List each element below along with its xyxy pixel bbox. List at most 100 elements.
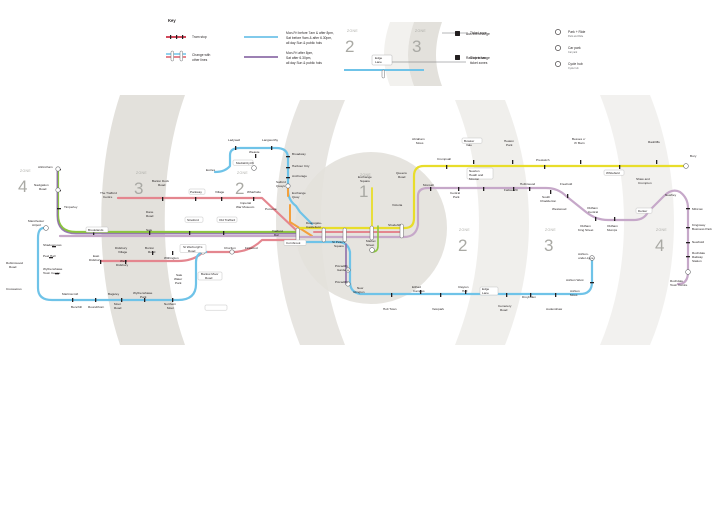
svg-text:Trafford: Trafford — [272, 229, 283, 233]
svg-text:Pomona: Pomona — [265, 207, 277, 211]
svg-text:East: East — [93, 254, 99, 258]
svg-text:Quay: Quay — [292, 195, 300, 199]
key-label-blue-2: Sat before 9am & after 6.30pm, — [286, 36, 332, 40]
svg-text:Crompton: Crompton — [638, 181, 652, 185]
key-title: Key — [168, 18, 176, 23]
key-label-change-2: other lines — [192, 58, 208, 62]
svg-text:Park: Park — [506, 143, 513, 147]
key-item-tram-stop: Tram stop — [166, 35, 207, 39]
svg-text:Deansgate-: Deansgate- — [306, 221, 322, 225]
svg-text:Crumpsall: Crumpsall — [437, 157, 451, 161]
svg-text:Heaton: Heaton — [504, 139, 514, 143]
key-label-blue-1: Mon-Fri before 7am & after 8pm, — [286, 31, 334, 35]
svg-text:1: 1 — [359, 182, 368, 201]
svg-text:Street: Street — [366, 243, 374, 247]
svg-text:Kingsway: Kingsway — [692, 223, 706, 227]
key-label-stop-two-zones-1: Stop in two — [470, 56, 486, 60]
svg-text:MediaCityUK: MediaCityUK — [236, 161, 255, 165]
svg-text:Brooklands: Brooklands — [88, 228, 104, 232]
key-item-bus-interchange: Bus interchange — [455, 31, 490, 36]
key-label-blue-3: all day Sun & public hols — [286, 41, 322, 45]
svg-text:Didsbury: Didsbury — [116, 263, 129, 267]
svg-text:Cornbrook: Cornbrook — [286, 241, 301, 245]
svg-text:Robinswood: Robinswood — [6, 261, 23, 265]
key-label-ticket-zone: Ticket zone — [470, 31, 487, 35]
svg-text:Lane: Lane — [482, 291, 489, 295]
key-label-park-and-ride: Park + Ride — [568, 30, 585, 34]
svg-text:Piccadilly: Piccadilly — [335, 280, 348, 284]
key-sub-cycle-hub: Cycle hub — [568, 67, 579, 70]
svg-text:Victoria: Victoria — [392, 203, 403, 207]
svg-text:Clayton: Clayton — [458, 285, 469, 289]
svg-text:Road: Road — [398, 175, 406, 179]
svg-text:South: South — [542, 195, 550, 199]
svg-text:Town Centre: Town Centre — [43, 271, 61, 275]
svg-text:Benchill: Benchill — [71, 305, 82, 309]
key-svg: Key Tram stop Change with other lines Mo… — [166, 18, 585, 86]
svg-text:Queens: Queens — [396, 171, 407, 175]
svg-text:Road: Road — [146, 214, 154, 218]
svg-text:Exchange: Exchange — [292, 191, 306, 195]
svg-text:Edge: Edge — [482, 287, 490, 291]
key-zone-number-right: 3 — [412, 37, 421, 56]
svg-text:Vale: Vale — [466, 143, 472, 147]
key-item-change-other-lines: Change with other lines — [166, 50, 210, 62]
svg-text:Hall: Hall — [462, 289, 468, 293]
svg-text:Martinscroft: Martinscroft — [62, 292, 78, 296]
svg-text:ZONE: ZONE — [360, 173, 371, 177]
svg-text:Moor: Moor — [167, 306, 174, 310]
svg-text:Bury: Bury — [690, 154, 697, 158]
svg-text:Old Trafford: Old Trafford — [219, 218, 236, 222]
svg-text:Stretford: Stretford — [187, 218, 199, 222]
svg-text:Central: Central — [588, 210, 598, 214]
svg-text:Station: Station — [692, 259, 702, 263]
svg-text:Gardens: Gardens — [337, 268, 349, 272]
svg-text:Rochdale: Rochdale — [670, 279, 683, 283]
svg-text:Oldham: Oldham — [580, 224, 591, 228]
svg-text:Town Centre: Town Centre — [670, 283, 688, 287]
svg-text:Central: Central — [450, 191, 460, 195]
svg-text:Oldham: Oldham — [607, 224, 618, 228]
svg-text:4: 4 — [655, 236, 664, 255]
svg-text:under-Lyne: under-Lyne — [578, 256, 594, 260]
key-zone-label-right: ZONE — [415, 29, 426, 33]
svg-text:Ashton-: Ashton- — [578, 252, 589, 256]
svg-text:Firswood: Firswood — [245, 246, 258, 250]
svg-text:Failsworth: Failsworth — [504, 188, 518, 192]
key-label-bus-interchange: Bus interchange — [466, 32, 490, 36]
svg-text:King Street: King Street — [578, 228, 593, 232]
svg-text:Castlefield: Castlefield — [306, 225, 321, 229]
svg-text:Roundthorn: Roundthorn — [88, 305, 104, 309]
key-label-cycle-hub: Cycle hub — [568, 62, 583, 66]
svg-text:Business Park: Business Park — [692, 227, 712, 231]
svg-text:ZONE: ZONE — [545, 228, 556, 232]
svg-text:Road: Road — [114, 306, 122, 310]
key-item-park-and-ride: Park + Ride Park and Ride — [555, 29, 585, 38]
key-label-rail-interchange: Rail interchange — [466, 56, 490, 60]
key-label-change-1: Change with — [192, 53, 210, 57]
svg-text:Salford: Salford — [276, 180, 286, 184]
svg-text:Shaw and: Shaw and — [636, 177, 650, 181]
key-label-tram-stop: Tram stop — [192, 35, 207, 39]
svg-text:Timperley: Timperley — [64, 205, 78, 209]
svg-text:Moss: Moss — [416, 141, 424, 145]
key-label-car-park: Car park — [568, 46, 581, 50]
svg-text:Moor: Moor — [114, 302, 121, 306]
svg-text:Newton: Newton — [469, 169, 480, 173]
key-item-rail-interchange: Rail interchange — [455, 55, 490, 60]
svg-text:Freehold: Freehold — [560, 182, 572, 186]
key-label-purple-3: all day Sun & public hols — [286, 61, 322, 65]
key-label-stop-two-zones-2: ticket zones — [470, 61, 488, 65]
svg-text:Crossacres: Crossacres — [6, 287, 22, 291]
svg-text:Whitefield: Whitefield — [606, 171, 620, 175]
interchange-markers — [43, 163, 691, 287]
svg-text:Village: Village — [118, 250, 128, 254]
svg-text:Langworthy: Langworthy — [262, 138, 278, 142]
key-zone-number-left: 2 — [345, 37, 354, 56]
svg-text:Airport: Airport — [32, 223, 41, 227]
svg-text:ZONE: ZONE — [136, 171, 147, 175]
key-item-peak-purple: Mon-Fri after 8pm, Sat after 6.30pm, all… — [244, 51, 322, 65]
svg-text:Droylsden: Droylsden — [522, 295, 536, 299]
